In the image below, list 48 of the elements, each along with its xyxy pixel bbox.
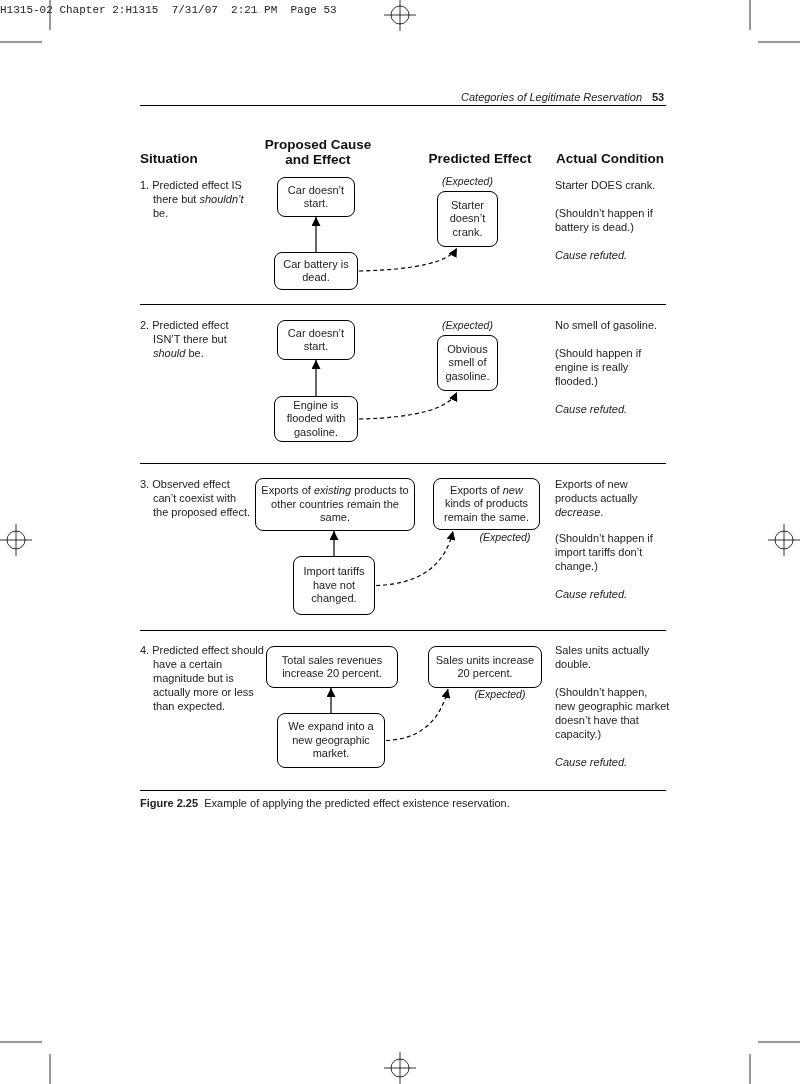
figure-caption: Figure 2.25 Example of applying the predicted effect existence reservation.: [140, 796, 511, 810]
arrow: [311, 216, 321, 253]
condition-note: (Should happen if engine is really flooded.): [555, 346, 643, 388]
process-box: Car doesn’t start.: [277, 177, 355, 217]
situation-text: 3. Observed effect can’t coexist with the proposed effect.: [140, 477, 252, 519]
process-box: Car battery is dead.: [274, 252, 358, 290]
column-header: Actual Condition: [556, 151, 665, 166]
process-box: Obvious smell of gasoline.: [437, 335, 498, 391]
verdict-text: Cause refuted.: [555, 402, 629, 416]
arrow: [329, 530, 339, 557]
running-head: Categories of Legitimate Reservation: [460, 90, 642, 104]
dashed-arrow: [358, 247, 458, 272]
expected-note: (Expected): [441, 319, 494, 331]
condition-note: (Shouldn’t happen if import tariffs don’t change.): [555, 531, 654, 573]
dashed-arrow: [358, 391, 458, 420]
process-box: Car doesn’t start.: [277, 320, 355, 360]
arrow: [326, 687, 336, 714]
condition-text: Starter DOES crank.: [555, 178, 657, 192]
process-box: Import tariffs have not changed.: [293, 556, 375, 615]
condition-text: Exports of new products actually decrease.: [555, 477, 639, 519]
verdict-text: Cause refuted.: [555, 248, 629, 262]
situation-text: 1. Predicted effect IS there but shouldn’t be.: [140, 178, 245, 220]
process-box: Engine is flooded with gasoline.: [274, 396, 358, 442]
condition-note: (Shouldn’t happen if battery is dead.): [555, 206, 654, 234]
process-box: Sales units increase 20 percent.: [428, 646, 542, 688]
column-header: Proposed Cause and Effect: [263, 137, 373, 167]
process-box: Exports of new kinds of products remain the same.: [433, 478, 540, 530]
dashed-arrow: [385, 688, 450, 742]
arrow: [311, 359, 321, 397]
dashed-arrow: [375, 530, 455, 587]
page-number: 53: [652, 90, 666, 104]
process-box: We expand into a new geographic market.: [277, 713, 385, 768]
expected-note: (Expected): [441, 175, 494, 187]
expected-note: (Expected): [478, 531, 532, 543]
condition-note: (Shouldn’t happen, new geographic market doesn’t have that capacity.): [555, 685, 670, 741]
verdict-text: Cause refuted.: [555, 587, 629, 601]
column-header: Situation: [140, 151, 199, 166]
expected-note: (Expected): [473, 688, 527, 700]
verdict-text: Cause refuted.: [555, 755, 629, 769]
condition-text: No smell of gasoline.: [555, 318, 659, 332]
process-box: Total sales revenues increase 20 percent.: [266, 646, 398, 688]
situation-text: 4. Predicted effect should have a certain magnitude but is actually more or less than expected.: [140, 643, 265, 713]
column-header: Predicted Effect: [427, 151, 533, 166]
condition-text: Sales units actually double.: [555, 643, 651, 671]
process-box: Exports of existing products to other countries remain the same.: [255, 478, 415, 531]
situation-text: 2. Predicted effect ISN’T there but should be.: [140, 318, 230, 360]
process-box: Starter doesn’t crank.: [437, 191, 498, 247]
print-slug: H1315-02 Chapter 2:H1315 7/31/07 2:21 PM Page 53: [0, 3, 337, 17]
